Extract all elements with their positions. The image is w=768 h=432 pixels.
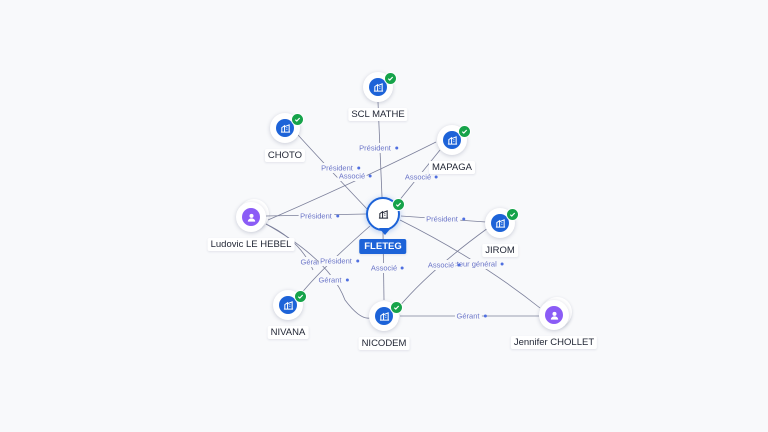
verified-check-icon (294, 290, 307, 303)
edge-label-background (369, 263, 399, 273)
edge-label-background (424, 214, 461, 224)
node-label: MAPAGA (429, 161, 475, 174)
edge-direction-marker (356, 259, 360, 263)
edge-label-background (298, 211, 335, 221)
person-icon (242, 208, 260, 226)
node-label: Ludovic LE HEBEL (207, 238, 295, 251)
person-icon (545, 306, 563, 324)
edge-direction-marker (483, 314, 487, 318)
building-icon (276, 119, 294, 137)
node-label: SCL MATHE (348, 108, 408, 121)
edge-direction-marker (357, 166, 361, 170)
edge-direction-marker (336, 214, 340, 218)
edge-label: Directeur général (439, 260, 497, 269)
edge-direction-marker (395, 146, 399, 150)
edge-label: Gérant (301, 258, 325, 267)
edge-label: Président (320, 257, 353, 266)
node-label: JIROM (482, 244, 518, 257)
building-icon (369, 78, 387, 96)
edge-label-background (317, 275, 344, 285)
edge-label: Gérant (457, 312, 481, 321)
node-label: Jennifer CHOLLET (510, 336, 598, 349)
building-icon (279, 296, 297, 314)
edge-direction-marker (434, 175, 438, 179)
edge-label-background (357, 143, 394, 153)
edge-label: Président (426, 215, 459, 224)
building-icon (443, 131, 461, 149)
node-label: NIVANA (267, 326, 309, 339)
node-label: NICODEM (358, 337, 410, 350)
edge-label: Associé (371, 264, 397, 273)
edge-label: Associé (428, 261, 454, 270)
building-icon (374, 205, 392, 223)
edge-label-background (437, 259, 499, 269)
edge-label-background (318, 256, 355, 266)
verified-check-icon (506, 208, 519, 221)
edge-label-background (426, 260, 456, 270)
building-icon (491, 214, 509, 232)
edge-label: Président (321, 164, 354, 173)
edge-direction-marker (462, 217, 466, 221)
verified-check-icon (291, 113, 304, 126)
edge-label: Président (300, 212, 333, 221)
edge-label: Associé (405, 173, 431, 182)
edge-label-background (455, 311, 482, 321)
edge-label-background (319, 163, 356, 173)
node-label-main: FLETEG (359, 239, 407, 254)
edge-lud-niv (265, 223, 371, 319)
edge-label: Associé (339, 172, 365, 181)
edge-label-background (403, 172, 433, 182)
building-icon (375, 307, 393, 325)
edge-direction-marker (457, 263, 461, 267)
edge-label-background (337, 171, 367, 181)
edge-direction-marker (400, 266, 404, 270)
verified-check-icon (390, 301, 403, 314)
edge-label: Gérant (319, 276, 343, 285)
verified-check-icon (458, 125, 471, 138)
edge-direction-marker (368, 174, 372, 178)
verified-check-icon (392, 198, 405, 211)
edge-label: Président (359, 144, 392, 153)
edge-direction-marker (500, 262, 504, 266)
node-label: CHOTO (264, 149, 306, 162)
verified-check-icon (384, 72, 397, 85)
edge-label-background (299, 257, 326, 267)
edge-direction-marker (345, 278, 349, 282)
